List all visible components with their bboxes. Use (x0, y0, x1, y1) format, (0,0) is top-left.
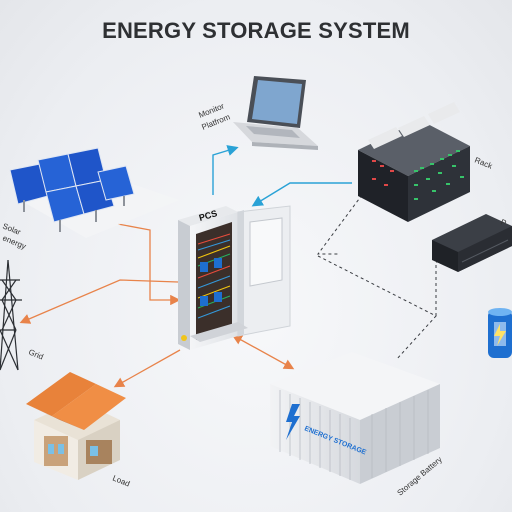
battery-cell-icon (488, 308, 512, 358)
solar-label-2: energy (1, 234, 27, 252)
power-unit-icon (432, 214, 512, 272)
pcs-label: PCS (198, 208, 219, 223)
solar-panel-icon (9, 147, 180, 238)
grid-label: Grid (27, 348, 44, 362)
load-label: Load (111, 474, 131, 489)
laptop-icon (233, 76, 318, 150)
power-unit-label: P (499, 218, 507, 228)
blue-link-rack (251, 182, 352, 207)
dashed-link-rack (317, 194, 363, 255)
rack-label: Rack (473, 156, 494, 172)
house-icon (26, 372, 126, 480)
orange-link-grid (19, 279, 179, 324)
transmission-tower-icon (0, 259, 22, 371)
battery-container-icon (270, 352, 440, 484)
orange-link-solar (117, 223, 181, 306)
pcs-cabinet-icon (178, 205, 291, 350)
orange-link-battery (231, 334, 295, 370)
diagram-title: ENERGY STORAGE SYSTEM (102, 18, 410, 43)
dashed-link-pdu-battery (317, 255, 437, 361)
blue-link-monitor (212, 145, 239, 195)
server-rack-icon (358, 102, 470, 222)
orange-link-load (113, 349, 181, 388)
